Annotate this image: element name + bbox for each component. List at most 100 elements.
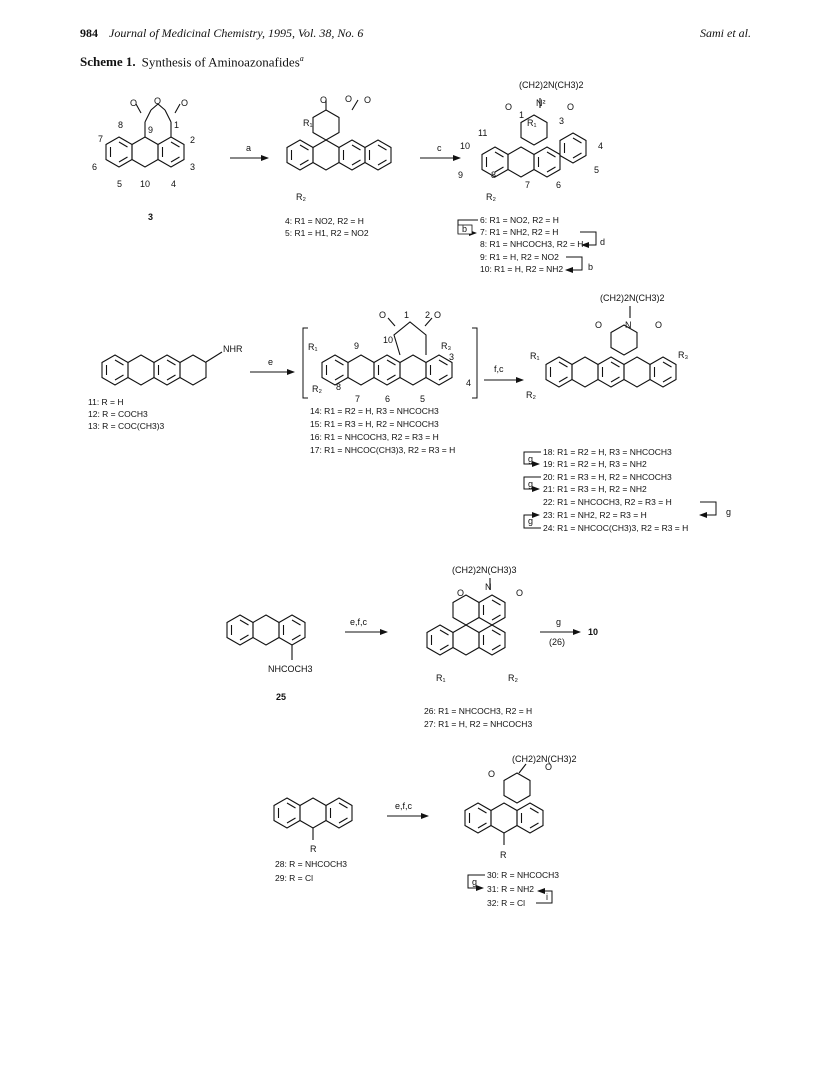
compound-30: 30: R = NHCOCH3 [487,870,559,880]
compound-14: 14: R1 = R2 = H, R3 = NHCOCH3 [310,406,439,416]
svg-text:4: 4 [171,179,176,189]
structure-25: NHCOCH3 25 [226,614,313,702]
arrow-e-label: e [268,357,273,367]
svg-text:11: 11 [478,128,487,138]
svg-text:O: O [545,762,552,772]
svg-text:8: 8 [491,170,496,180]
svg-text:O: O [488,769,495,779]
compound-24: 24: R1 = NHCOC(CH3)3, R2 = R3 = H [543,523,688,533]
svg-text:R₃: R₃ [441,341,451,351]
svg-text:N: N [485,582,492,592]
svg-text:4: 4 [598,141,603,151]
scheme-label: Scheme 1. [80,54,136,70]
svg-text:O: O [320,95,327,105]
compound-32: 32: R = Cl [487,898,525,908]
svg-text:O: O [655,320,662,330]
svg-text:2: 2 [425,310,430,320]
svg-text:N: N [625,320,632,330]
svg-text:10: 10 [383,335,393,345]
compound-13: 13: R = COC(CH3)3 [88,421,165,431]
structure-18-24: (CH2)2N(CH3)2 N O O R₁ R₃ R₂ [526,293,688,400]
side-chain-3: (CH2)2N(CH3)3 [452,565,517,575]
arrow-g-5: g [472,877,477,887]
structure-11-13: NHR 11: R = H 12: R = COCH3 13: R = COC(… [88,344,243,431]
svg-text:5: 5 [594,165,599,175]
list-6-10: 6: R1 = NO2, R2 = H 7: R1 = NH2, R2 = H … [457,215,605,274]
svg-text:7: 7 [355,394,360,404]
substituent-25: NHCOCH3 [268,664,313,674]
svg-text:7: 7 [525,180,530,190]
compound-6: 6: R1 = NO2, R2 = H [480,215,559,225]
compound-9: 9: R1 = H, R2 = NO2 [480,252,559,262]
svg-text:N²: N² [536,98,546,108]
arrow-a-label: a [246,143,251,153]
compound-8: 8: R1 = NHCOCH3, R2 = H [480,239,583,249]
arrow-g-1: g [528,454,533,464]
svg-text:3: 3 [190,162,195,172]
compound-4: 4: R1 = NO2, R2 = H [285,216,364,226]
svg-text:R₁: R₁ [436,673,446,683]
compound-18: 18: R1 = R2 = H, R3 = NHCOCH3 [543,447,672,457]
scheme-caption: Scheme 1. Synthesis of Aminoazonafidesa [80,54,304,70]
svg-text:O: O [595,320,602,330]
svg-text:O: O [505,102,512,112]
svg-text:1: 1 [174,120,179,130]
svg-text:R₂: R₂ [486,192,496,202]
compound-29: 29: R = Cl [275,873,313,883]
page-number: 984 [80,26,98,40]
compound-7: 7: R1 = NH2, R2 = H [480,227,558,237]
svg-text:R₂: R₂ [296,192,306,202]
svg-text:9: 9 [148,125,153,135]
svg-text:R: R [500,850,507,860]
arrow-g-26-sub: (26) [549,637,565,647]
compound-10: 10: R1 = H, R2 = NH2 [480,264,563,274]
svg-text:4: 4 [466,378,471,388]
svg-text:R₃: R₃ [678,350,688,360]
svg-text:10: 10 [140,179,150,189]
arrow-i: i [546,892,548,902]
svg-text:O: O [457,588,464,598]
svg-text:2: 2 [190,135,195,145]
svg-text:R: R [310,844,317,854]
svg-text:O: O [567,102,574,112]
arrow-b1: b [462,224,467,234]
svg-text:5: 5 [420,394,425,404]
footnote-mark: a [299,54,304,63]
compound-17: 17: R1 = NHCOC(CH3)3, R2 = R3 = H [310,445,455,455]
svg-text:8: 8 [336,382,341,392]
svg-text:R₂: R₂ [526,390,536,400]
svg-text:3: 3 [449,352,454,362]
compound-3-label: 3 [148,212,153,222]
arrow-b2: b [588,262,593,272]
scheme-title: Synthesis of Aminoazonafides [141,54,300,70]
svg-text:5: 5 [117,179,122,189]
nhr-label: NHR [223,344,243,354]
svg-text:7: 7 [98,134,103,144]
svg-text:R₁: R₁ [308,342,318,352]
product-10: 10 [588,627,598,637]
svg-text:1: 1 [519,110,524,120]
arrow-g-3: g [528,516,533,526]
compound-23: 23: R1 = NH2, R2 = R3 = H [543,510,647,520]
compound-11: 11: R = H [88,397,124,407]
svg-text:O: O [434,310,441,320]
compound-27: 27: R1 = H, R2 = NHCOCH3 [424,719,532,729]
svg-text:O: O [181,98,188,108]
side-chain-1: (CH2)2N(CH3)2 [519,80,584,90]
svg-text:O: O [345,94,352,104]
side-chain-2: (CH2)2N(CH3)2 [600,293,665,303]
svg-text:6: 6 [556,180,561,190]
compound-12: 12: R = COCH3 [88,409,148,419]
svg-text:1: 1 [404,310,409,320]
compound-5: 5: R1 = H1, R2 = NO2 [285,228,369,238]
svg-text:R₁: R₁ [527,118,537,128]
svg-text:O: O [516,588,523,598]
svg-text:R₁: R₁ [530,351,540,361]
running-header: 984 Journal of Medicinal Chemistry, 1995… [80,26,363,41]
svg-text:6: 6 [92,162,97,172]
